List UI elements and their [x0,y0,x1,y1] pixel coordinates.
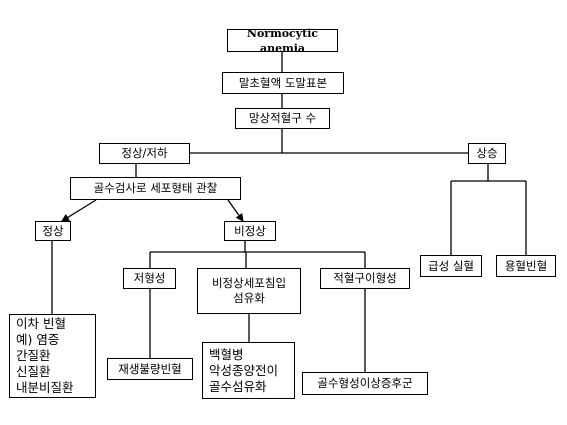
node-normal: 정상 [35,221,71,241]
node-hemolytic-anemia: 용혈빈혈 [496,255,556,277]
node-abnormal-infiltration: 비정상세포침입 섬유화 [197,268,301,314]
edge-marrow-abnormal [227,199,244,222]
node-normocytic-anemia: Normocytic anemia [227,27,338,55]
node-erythroid-dysplasia: 적혈구이형성 [320,268,410,289]
node-reticulocyte-count: 망상적혈구 수 [235,108,330,129]
node-myelodysplastic-syndrome: 골수형성이상증후군 [302,372,428,395]
node-normal-low: 정상/저하 [99,143,190,164]
node-hypoplastic: 저형성 [123,268,176,289]
node-peripheral-smear: 말초혈액 도말표본 [222,72,344,94]
node-abnormal: 비정상 [224,221,276,241]
node-increased: 상승 [468,143,506,164]
node-aplastic-anemia: 재생불량빈혈 [107,358,193,380]
edge-marrow-normal [61,199,97,222]
node-acute-bleeding: 급성 실혈 [420,255,482,277]
node-infiltrative-disorders: 백혈병 악성종양전이 골수섬유화 [202,342,295,399]
node-marrow-exam: 골수검사로 세포형태 관찰 [70,177,241,200]
node-secondary-anemia: 이차 빈혈 예) 염증 간질환 신질환 내분비질환 [9,314,96,398]
